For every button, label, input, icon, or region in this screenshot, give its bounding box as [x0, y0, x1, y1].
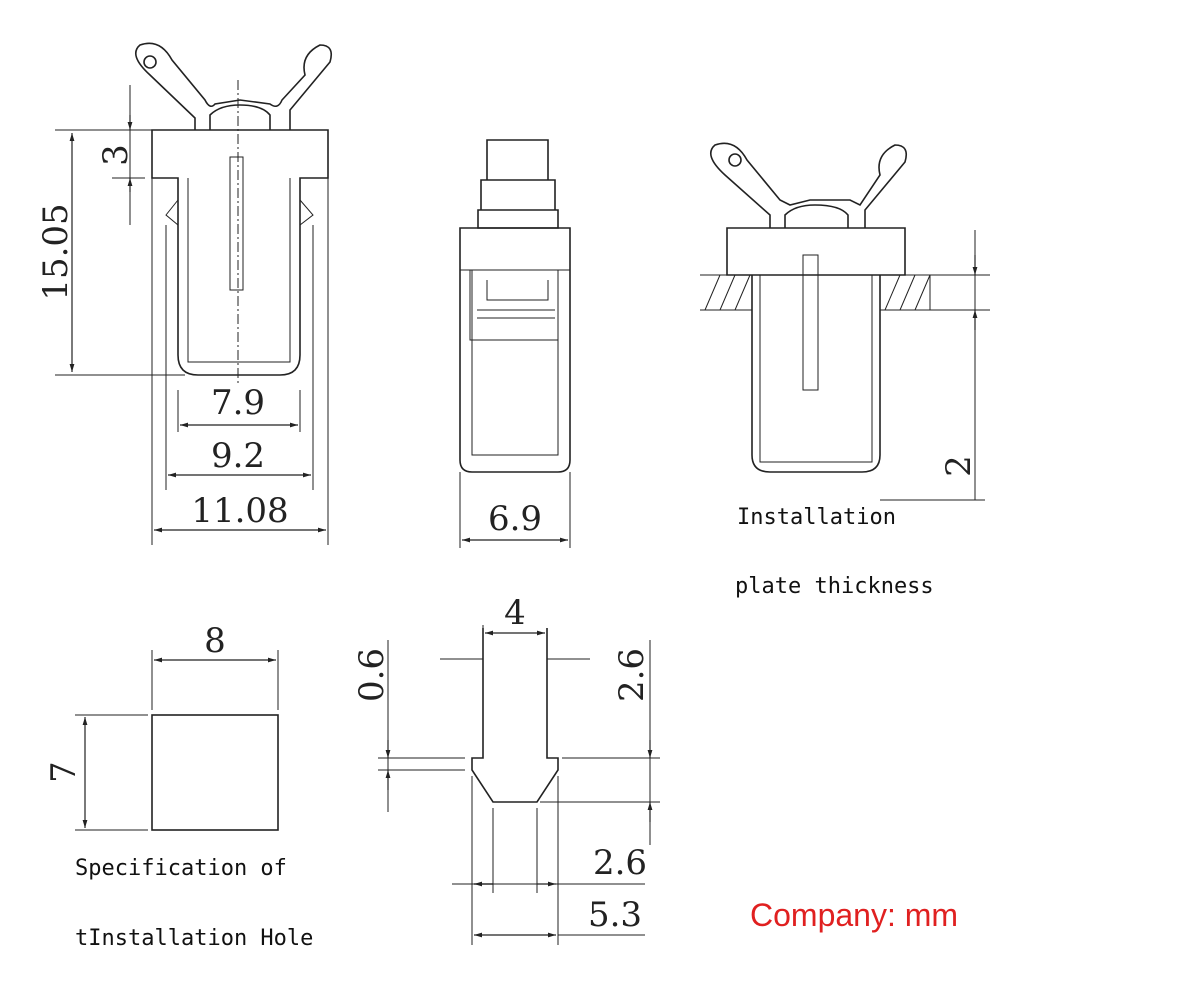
side-view: 6.9	[459, 139, 571, 548]
hole-width-label: 8	[204, 621, 226, 661]
installation-caption: Installation	[737, 505, 896, 530]
profile-view: 4 0.6 2.6 2.6 5.3	[352, 593, 660, 945]
bottom-inner-label: 2.6	[593, 843, 647, 883]
front-view: 3 15.05 7.9 9.2 11.08	[36, 42, 333, 545]
dim-top-label: 3	[96, 144, 136, 166]
plate-thickness-caption: plate thickness	[735, 574, 934, 599]
shoulder-label: 0.6	[352, 648, 392, 702]
dim-outer-label: 11.08	[191, 491, 288, 531]
dim-height-label: 15.05	[36, 203, 76, 300]
profile-height-label: 2.6	[612, 648, 652, 702]
installed-latch-wings	[709, 142, 908, 228]
hole-spec: 8 7 Specification of tInstallation Hole	[44, 621, 313, 951]
dim-inner-label: 7.9	[211, 383, 265, 423]
side-width-label: 6.9	[488, 499, 542, 539]
hole-caption-line2: tInstallation Hole	[75, 926, 313, 951]
plate-hatch	[704, 274, 931, 311]
hole-caption-line1: Specification of	[75, 856, 287, 881]
center-slot	[229, 156, 244, 291]
hole-height-label: 7	[44, 761, 84, 783]
unit-note: Company: mm	[750, 897, 958, 933]
latch-wings	[134, 42, 333, 130]
installed-view: 2 Installation plate thickness	[700, 142, 990, 599]
dim-arms-label: 9.2	[211, 436, 265, 476]
bottom-outer-label: 5.3	[588, 895, 642, 935]
top-width-label: 4	[504, 593, 526, 633]
plate-thickness-label: 2	[939, 455, 979, 477]
